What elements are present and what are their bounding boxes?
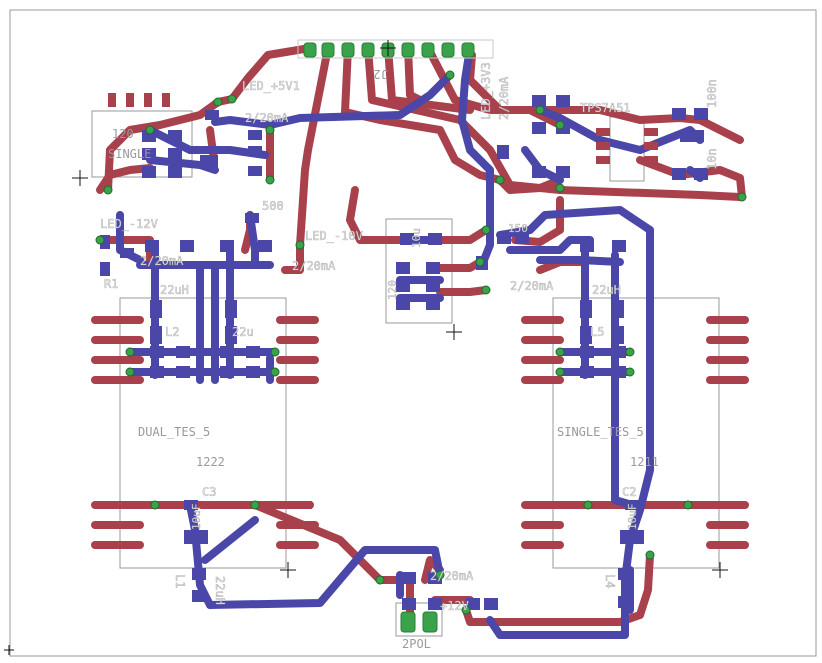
origin-markers bbox=[4, 40, 728, 655]
label-l2: L2 bbox=[165, 325, 179, 339]
label-12v-pos: +12V bbox=[440, 599, 469, 613]
label-r500: 500 bbox=[262, 199, 284, 213]
label-l5: L5 bbox=[590, 325, 604, 339]
label-led-10v: LED_-10V bbox=[305, 229, 363, 243]
label-dual-tes: DUAL_TES_5 bbox=[138, 425, 210, 439]
label-22uh-3: 22uH bbox=[592, 283, 621, 297]
label-22uh-4: 22uH bbox=[213, 576, 227, 605]
label-single: SINGLE bbox=[108, 147, 151, 161]
label-22uh-1: 22uH bbox=[160, 283, 189, 297]
label-100n: 100n bbox=[705, 79, 719, 108]
label-22u-2: 22u bbox=[232, 325, 254, 339]
smd-pads bbox=[96, 93, 744, 610]
label-current-4: 2/20mA bbox=[510, 279, 554, 293]
board-outline bbox=[9, 9, 817, 657]
label-10uf-1: 10uF bbox=[190, 504, 203, 531]
label-1211: 1211 bbox=[630, 455, 659, 469]
label-led-12v: LED_-12V bbox=[100, 217, 158, 231]
label-single-tes: SINGLE_TES_5 bbox=[557, 425, 644, 439]
label-c3: C3 bbox=[202, 485, 216, 499]
label-tps: TPS7A51 bbox=[580, 101, 631, 115]
label-10n: 10n bbox=[705, 148, 719, 170]
label-current-1: 2/20mA bbox=[245, 111, 289, 125]
label-l1: L1 bbox=[173, 574, 187, 588]
label-j2: J2 bbox=[374, 67, 388, 81]
label-2pol: 2POL bbox=[402, 637, 431, 651]
label-current-3: 2/20mA bbox=[292, 259, 336, 273]
label-r1: R1 bbox=[104, 277, 118, 291]
label-c2: C2 bbox=[622, 485, 636, 499]
connector-2pol bbox=[400, 611, 438, 633]
label-current-6: 2/20mA bbox=[140, 254, 184, 268]
silkscreen-labels: J2 LED_+5V1 LED_+3V3 LED_-12V LED_-10V +… bbox=[100, 62, 719, 651]
label-120: 120 bbox=[386, 280, 399, 300]
connector-j2 bbox=[297, 39, 494, 59]
connector-2pol-outline bbox=[395, 602, 443, 637]
label-1222: 1222 bbox=[196, 455, 225, 469]
label-led-5v1: LED_+5V1 bbox=[242, 79, 300, 93]
label-10u: 10u bbox=[410, 228, 423, 248]
label-l4: L4 bbox=[603, 574, 617, 588]
single-tes-module-outline bbox=[552, 297, 720, 569]
label-10uf-2: 10uF bbox=[626, 504, 639, 531]
label-current-5: 2/20mA bbox=[430, 569, 474, 583]
vias bbox=[95, 70, 747, 615]
label-led-3v3: LED_+3V3 bbox=[479, 62, 493, 120]
label-current-2: 2/20mA bbox=[497, 76, 511, 120]
label-u120: 120 bbox=[112, 127, 134, 141]
label-150: 150 bbox=[508, 222, 528, 235]
